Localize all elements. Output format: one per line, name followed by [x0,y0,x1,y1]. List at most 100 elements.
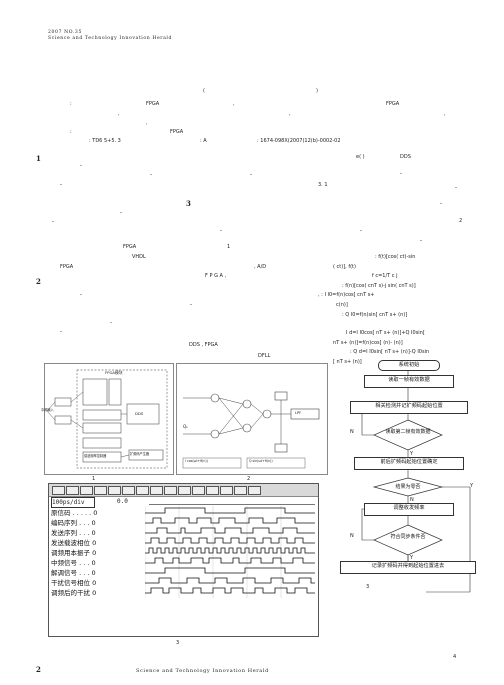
la-row-3[interactable]: 发送载波相位 0 [51,538,96,548]
figure-1-svg [46,369,168,469]
flow-step-position: 前后扩频码起始位置确定 [354,457,464,470]
figure-3-caption: 3 [176,640,180,646]
left-fig-ref: 1 [227,244,231,250]
la-row-value: 0 [91,559,96,567]
la-tool-6 [122,486,135,495]
la-timescale-field[interactable]: 100ps/div [51,497,95,508]
title-paren-close: ) [316,88,318,94]
abstract-colon: : [70,101,72,107]
wave-4 [145,547,315,554]
left-text-ad: , A/D [254,264,267,270]
keywords-fpga: FPGA [170,129,184,135]
figure-1-input-label: 中频输入 [41,408,54,412]
wave-8 [145,587,315,594]
la-row-label: 发送载波相位 [51,539,90,547]
equation-10: : Q d=I I0sin[ nT s+ (n)]-Q I0sin [350,349,430,355]
la-time-ruler [149,498,315,505]
header-issue: 2007 NO.35 [48,30,82,35]
wave-5 [145,557,315,564]
figure-2-label-b: Q sin(ωt+θ(n)) [249,459,273,463]
la-row-5[interactable]: 中频信号 . . . 0 [51,558,96,568]
section-3-heading: 3 [186,199,191,208]
figure-1-caption: 1 [92,476,96,482]
figure-1-block-diagram: FPGA模块 DDS 载波频率控制器 扩频码产生器 中频输入 [41,363,174,475]
la-row-value: 0 [91,569,96,577]
la-row-label: 调频用本振子 [51,549,90,557]
classification: : TD6 5+5. 3 [89,138,121,144]
la-row-value: 0 [91,519,96,527]
article-number: : 1674-098X(2007)12(b)-0002-02 [257,138,341,144]
la-row-value: 0 [92,589,97,597]
flow-label-n1: N [350,429,354,435]
section-1-heading: 1 [36,154,41,163]
right-text-dfll: DFLL [258,353,271,359]
figure-4-caption: 4 [453,654,457,660]
la-row-label: 原信码 . . . . . [51,509,92,517]
la-row-value: 0 [92,539,97,547]
flow-decision-2 [372,477,444,497]
flowchart-connectors [361,369,471,593]
la-row-6[interactable]: 解调信号 . . . 0 [51,568,96,578]
right-text-et: e( ) [356,154,365,160]
right-text-dds: DDS [400,154,411,160]
figure-1-dds-label: DDS [135,411,144,416]
la-row-label: 干扰信号相位 [51,579,90,587]
flow-step-read-first: 读取一帧有效数据 [364,375,454,388]
figure-1-code-label: 扩频码产生器 [130,452,150,456]
equation-6: c(n)] [336,302,348,308]
wave-6 [145,567,315,574]
la-row-8[interactable]: 调频后的干扰 0 [51,588,96,598]
equation-1: : f(t)[cos( ct)-sin [375,254,416,260]
left-text-fpga: FPGA [123,244,137,250]
equation-5: , : I I0=f(n)cos[ cnT s+ [318,292,375,298]
la-tool-4 [94,486,107,495]
figure-2-demod-diagram: I cos(ωt+θ(n)) Q sin(ωt+θ(n)) Q₁ LPF [176,363,328,475]
la-tool-11 [192,486,205,495]
la-row-2[interactable]: 发送序列 . . . 0 [51,528,96,538]
la-row-label: 解调信号 . . . [51,569,90,577]
flow-decision-3 [373,524,443,556]
figure-2-lpf-label: LPF [295,411,302,415]
wave-7 [145,577,315,584]
footer-page-number: 2 [36,665,41,674]
flow-decision-1-text: 读取第二帧有效数据 [385,429,431,435]
flow-decision-2-text: 结果为零否 [395,484,421,490]
equation-3: f c=1/T c j [372,273,398,279]
left-text-vhdl: VHDL [132,254,146,260]
la-tool-5 [108,486,121,495]
abstract-comma-2: , [118,111,120,117]
abstract-fpga-1: FPGA [146,101,160,107]
equation-11: [ nT s+ (n)] [333,359,362,365]
abstract-comma: , [233,101,235,107]
doc-code: : A [200,138,207,144]
flow-label-n2: N [410,497,414,503]
flow-label-y2: Y [470,483,474,489]
flow-label-y3: Y [410,555,414,561]
la-tool-13 [220,486,233,495]
wave-0 [145,507,315,514]
la-row-7[interactable]: 干扰信号相位 0 [51,578,96,588]
flow-label-n3: N [350,533,354,539]
la-tool-12 [206,486,219,495]
figure-1-fpga-label: FPGA模块 [105,370,123,375]
la-waveforms [145,506,315,598]
abstract-comma-3: , [289,111,291,117]
la-row-1[interactable]: 编码序列 . . . 0 [51,518,96,528]
la-row-4[interactable]: 调频用本振子 0 [51,548,96,558]
la-row-0[interactable]: 原信码 . . . . . 0 [51,508,97,518]
equation-2: ( ct)], f(t) [333,264,356,270]
figure-3-logic-analyzer: 100ps/div 0.0 原信码 . . . . . 0 编码序列 . . .… [48,483,319,637]
la-tool-15 [248,486,261,495]
equation-4: : f(n)[cos( cnT s)-j sin( cnT s)] [342,283,416,289]
figure-4-caption-marker: 3 [366,584,370,590]
figure-2-label-a: I cos(ωt+θ(n)) [185,459,208,463]
la-row-value: 0 [92,579,97,587]
flow-step-correlate: 相关检测并记扩频码起始位置 [350,401,468,414]
la-tool-14 [234,486,247,495]
flow-decision-1 [373,419,443,451]
la-row-value: 0 [93,509,98,517]
wave-3 [145,537,315,544]
la-tool-9 [164,486,177,495]
figure-2-svg [182,391,320,469]
la-tool-1 [52,486,65,495]
